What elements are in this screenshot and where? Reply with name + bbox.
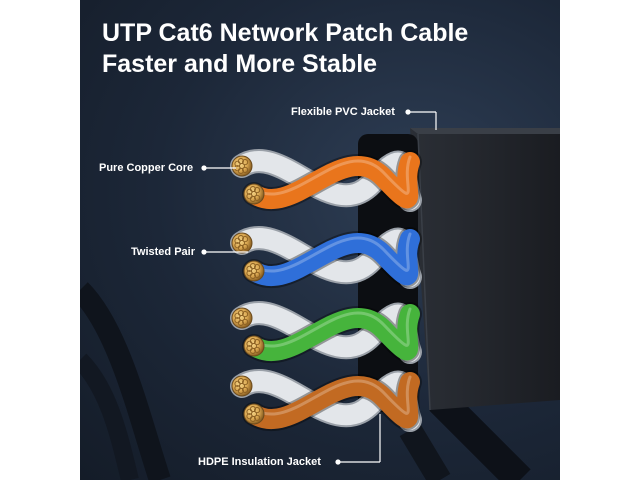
headline: UTP Cat6 Network Patch Cable Faster and … [102,18,468,80]
twisted-pair-3 [230,301,422,364]
callout-hdpe-insulation-jacket: HDPE Insulation Jacket [198,456,321,468]
colored-wire [244,304,420,362]
copper-core-end [243,335,265,357]
callout-pure-copper-core: Pure Copper Core [99,162,194,174]
copper-core-end [243,183,265,205]
colored-wire [244,152,420,210]
copper-core-end [231,307,253,329]
copper-core-end [231,232,253,254]
product-image-panel: UTP Cat6 Network Patch Cable Faster and … [80,0,560,480]
callout-flexible-pvc-jacket: Flexible PVC Jacket [291,106,395,118]
colored-wire [244,372,420,430]
copper-core-end [243,260,265,282]
twisted-pair-2 [230,226,422,289]
background-cable-loops [80,282,531,480]
twisted-pairs [230,149,422,432]
headline-line-1: UTP Cat6 Network Patch Cable [102,19,469,47]
copper-core-end [231,155,253,177]
headline-line-2: Faster and More Stable [102,50,378,78]
twisted-pair-1 [230,149,422,212]
copper-core-end [231,375,253,397]
callout-lines [201,109,437,465]
cable-illustration [80,128,560,480]
twisted-pair-4 [230,369,422,432]
callout-twisted-pair: Twisted Pair [131,246,195,258]
colored-wire [244,229,420,287]
copper-core-end [243,403,265,425]
